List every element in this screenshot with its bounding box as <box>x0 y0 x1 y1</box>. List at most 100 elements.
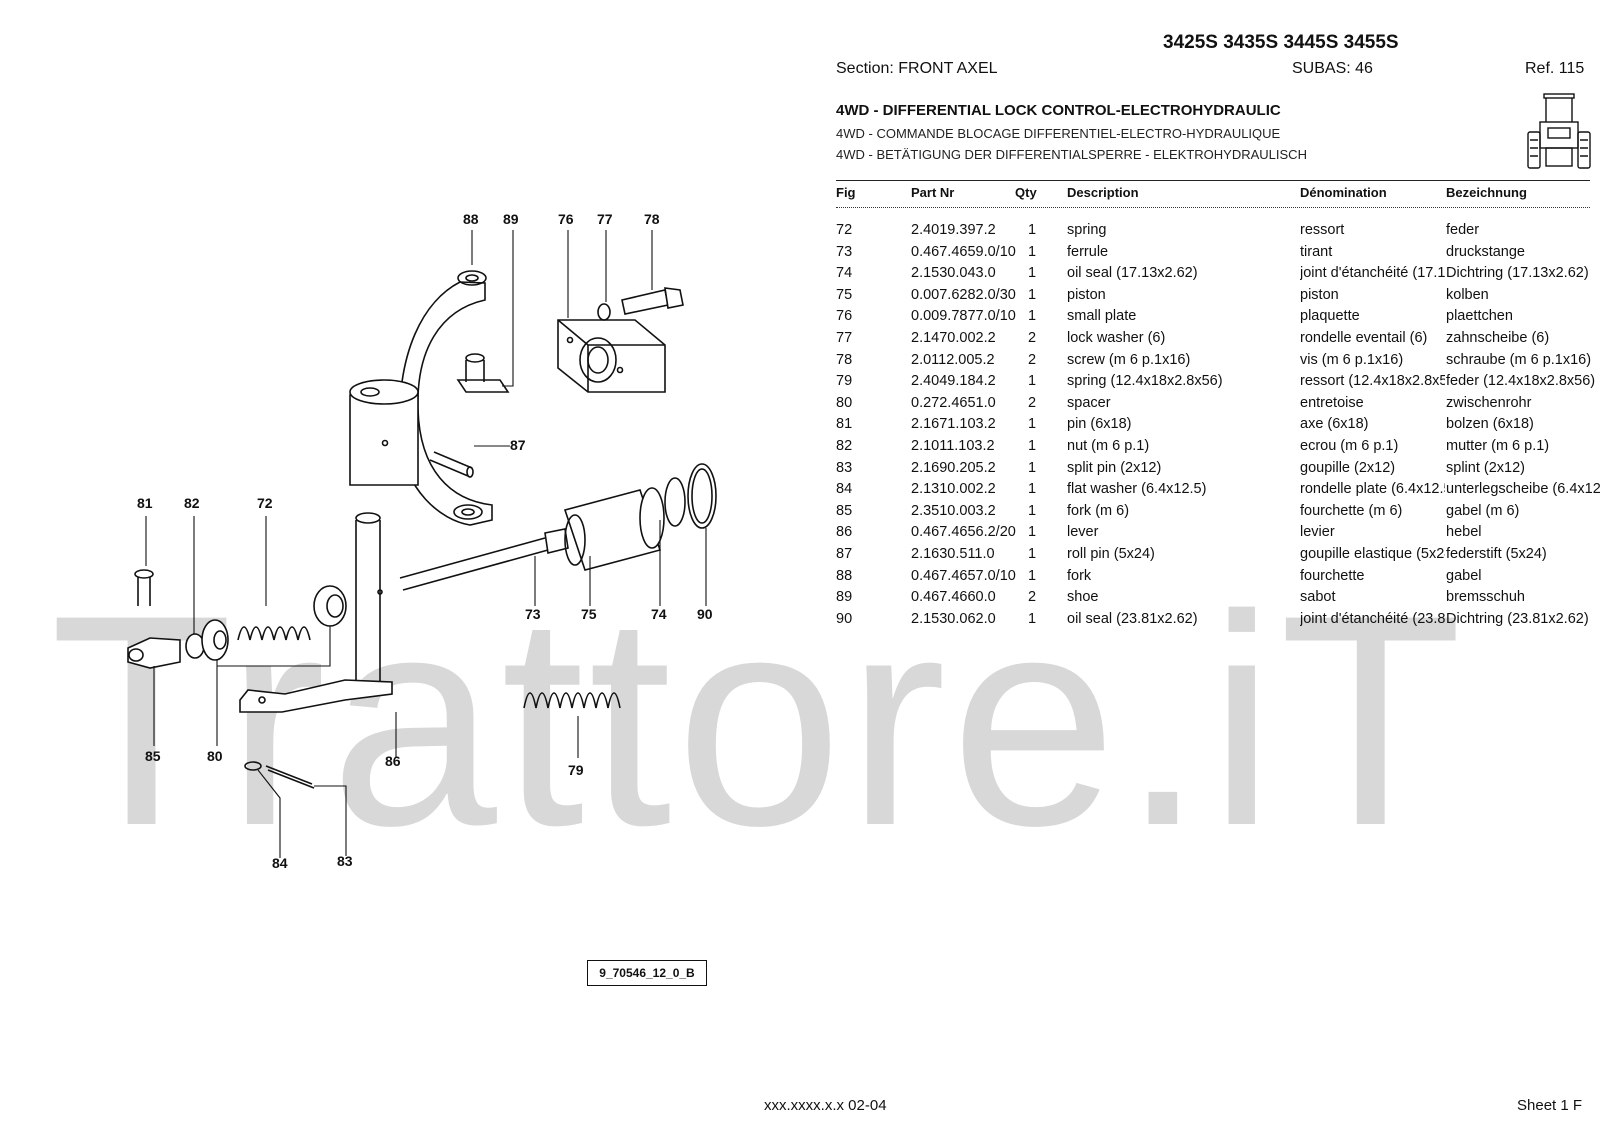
cell-denomination: rondelle eventail (6) <box>1300 330 1428 346</box>
cell-bezeichnung: Dichtring (23.81x2.62) <box>1446 610 1589 627</box>
exploded-parts-drawing: 88 89 76 77 78 87 81 82 72 73 75 74 90 8… <box>127 211 717 871</box>
cell-description: shoe <box>1067 589 1099 606</box>
cell-part-nr: 2.1690.205.2 <box>911 459 996 476</box>
cell-part-nr: 0.272.4651.0 <box>911 394 996 411</box>
cell-fig: 90 <box>836 610 853 627</box>
cell-qty: 1 <box>1028 610 1037 627</box>
cell-bezeichnung: unterlegscheibe (6.4x12.5) <box>1446 481 1600 498</box>
cell-denomination: entretoise <box>1300 394 1364 411</box>
cell-denomination: fourchette (m 6) <box>1300 502 1403 519</box>
callout-87: 87 <box>510 437 526 453</box>
cell-fig: 83 <box>836 459 853 476</box>
footer-sheet: Sheet 1 F <box>1517 1097 1583 1114</box>
cell-bezeichnung: federstift (5x24) <box>1446 546 1547 562</box>
column-header-bezeichnung: Bezeichnung <box>1446 185 1527 200</box>
cell-denomination: axe (6x18) <box>1300 416 1369 433</box>
drawing-code: 9_70546_12_0_B <box>587 960 707 986</box>
cell-denomination: levier <box>1300 524 1335 541</box>
callout-73: 73 <box>525 606 541 622</box>
cell-qty: 2 <box>1028 589 1037 606</box>
cell-denomination: joint d'étanchéité (17.13x2.62) <box>1300 265 1445 282</box>
cell-part-nr: 2.1530.043.0 <box>911 265 996 282</box>
cell-bezeichnung: Dichtring (17.13x2.62) <box>1446 265 1589 282</box>
cell-qty: 2 <box>1028 351 1037 368</box>
callout-78: 78 <box>644 211 660 227</box>
cell-description: spring (12.4x18x2.8x56) <box>1067 373 1223 390</box>
cell-part-nr: 2.1470.002.2 <box>911 330 996 346</box>
cell-bezeichnung: kolben <box>1446 286 1489 303</box>
column-header-denomination: Dénomination <box>1300 185 1387 200</box>
cell-fig: 80 <box>836 394 853 411</box>
cell-bezeichnung: mutter (m 6 p.1) <box>1446 438 1550 454</box>
cell-qty: 1 <box>1028 524 1037 541</box>
cell-bezeichnung: bremsschuh <box>1446 589 1525 606</box>
watermark: Trattore.iT <box>50 560 1467 880</box>
cell-part-nr: 0.467.4656.2/20 <box>911 524 1016 541</box>
cell-fig: 72 <box>836 222 853 238</box>
cell-bezeichnung: gabel <box>1446 567 1482 584</box>
callout-79: 79 <box>568 762 584 778</box>
cell-description: lever <box>1067 524 1099 541</box>
cell-part-nr: 0.007.6282.0/30 <box>911 286 1016 303</box>
cell-fig: 77 <box>836 330 853 346</box>
cell-denomination: ressort <box>1300 222 1345 238</box>
tractor-icon <box>1527 93 1591 169</box>
cell-denomination: fourchette <box>1300 567 1365 584</box>
cell-description: pin (6x18) <box>1067 416 1132 433</box>
cell-bezeichnung: plaettchen <box>1446 308 1513 325</box>
cell-bezeichnung: bolzen (6x18) <box>1446 416 1534 433</box>
cell-part-nr: 2.4049.184.2 <box>911 373 996 390</box>
cell-description: flat washer (6.4x12.5) <box>1067 481 1207 498</box>
cell-part-nr: 2.1310.002.2 <box>911 481 996 498</box>
cell-description: fork (m 6) <box>1067 502 1130 519</box>
cell-denomination: ecrou (m 6 p.1) <box>1300 438 1399 454</box>
cell-denomination: vis (m 6 p.1x16) <box>1300 351 1404 368</box>
cell-qty: 1 <box>1028 459 1037 476</box>
cell-fig: 74 <box>836 265 853 282</box>
cell-part-nr: 2.1630.511.0 <box>911 546 995 562</box>
cell-qty: 1 <box>1028 416 1037 433</box>
column-header-description: Description <box>1067 185 1139 200</box>
cell-qty: 1 <box>1028 373 1037 390</box>
cell-fig: 75 <box>836 286 853 303</box>
callout-74: 74 <box>651 606 667 622</box>
cell-fig: 81 <box>836 416 853 433</box>
cell-fig: 73 <box>836 243 853 260</box>
cell-part-nr: 2.1671.103.2 <box>911 416 996 433</box>
cell-fig: 79 <box>836 373 853 390</box>
cell-bezeichnung: zahnscheibe (6) <box>1446 330 1550 346</box>
cell-part-nr: 2.0112.005.2 <box>911 351 995 368</box>
cell-denomination: joint d'étanchéité (23.81x2.62) <box>1300 610 1445 627</box>
cell-part-nr: 2.1530.062.0 <box>911 610 996 627</box>
title-french: 4WD - COMMANDE BLOCAGE DIFFERENTIEL-ELEC… <box>836 126 1281 141</box>
cell-description: oil seal (23.81x2.62) <box>1067 610 1198 627</box>
ref-label: Ref. 115 <box>1525 60 1585 77</box>
column-header-qty: Qty <box>1015 185 1037 200</box>
cell-fig: 89 <box>836 589 853 606</box>
footer-code: xxx.xxxx.x.x 02-04 <box>764 1097 887 1114</box>
cell-fig: 78 <box>836 351 853 368</box>
cell-part-nr: 0.009.7877.0/10 <box>911 308 1016 325</box>
cell-denomination: goupille (2x12) <box>1300 459 1396 476</box>
cell-fig: 86 <box>836 524 853 541</box>
cell-description: nut (m 6 p.1) <box>1067 438 1150 454</box>
callout-75: 75 <box>581 606 597 622</box>
cell-part-nr: 2.3510.003.2 <box>911 502 996 519</box>
cell-part-nr: 0.467.4657.0/10 <box>911 567 1016 584</box>
cell-qty: 1 <box>1028 502 1037 519</box>
cell-description: split pin (2x12) <box>1067 459 1162 476</box>
header-dotted-rule <box>836 207 1590 208</box>
header-rule <box>836 180 1590 181</box>
cell-bezeichnung: hebel <box>1446 524 1482 541</box>
cell-qty: 1 <box>1028 438 1037 454</box>
model-list: 3425S 3435S 3445S 3455S <box>1163 32 1399 53</box>
cell-qty: 1 <box>1028 481 1037 498</box>
callout-86: 86 <box>385 753 401 769</box>
cell-qty: 1 <box>1028 243 1037 260</box>
cell-description: lock washer (6) <box>1067 330 1166 346</box>
cell-fig: 76 <box>836 308 853 325</box>
cell-part-nr: 0.467.4660.0 <box>911 589 996 606</box>
cell-bezeichnung: druckstange <box>1446 243 1525 260</box>
callout-83: 83 <box>337 853 353 869</box>
cell-description: oil seal (17.13x2.62) <box>1067 265 1198 282</box>
